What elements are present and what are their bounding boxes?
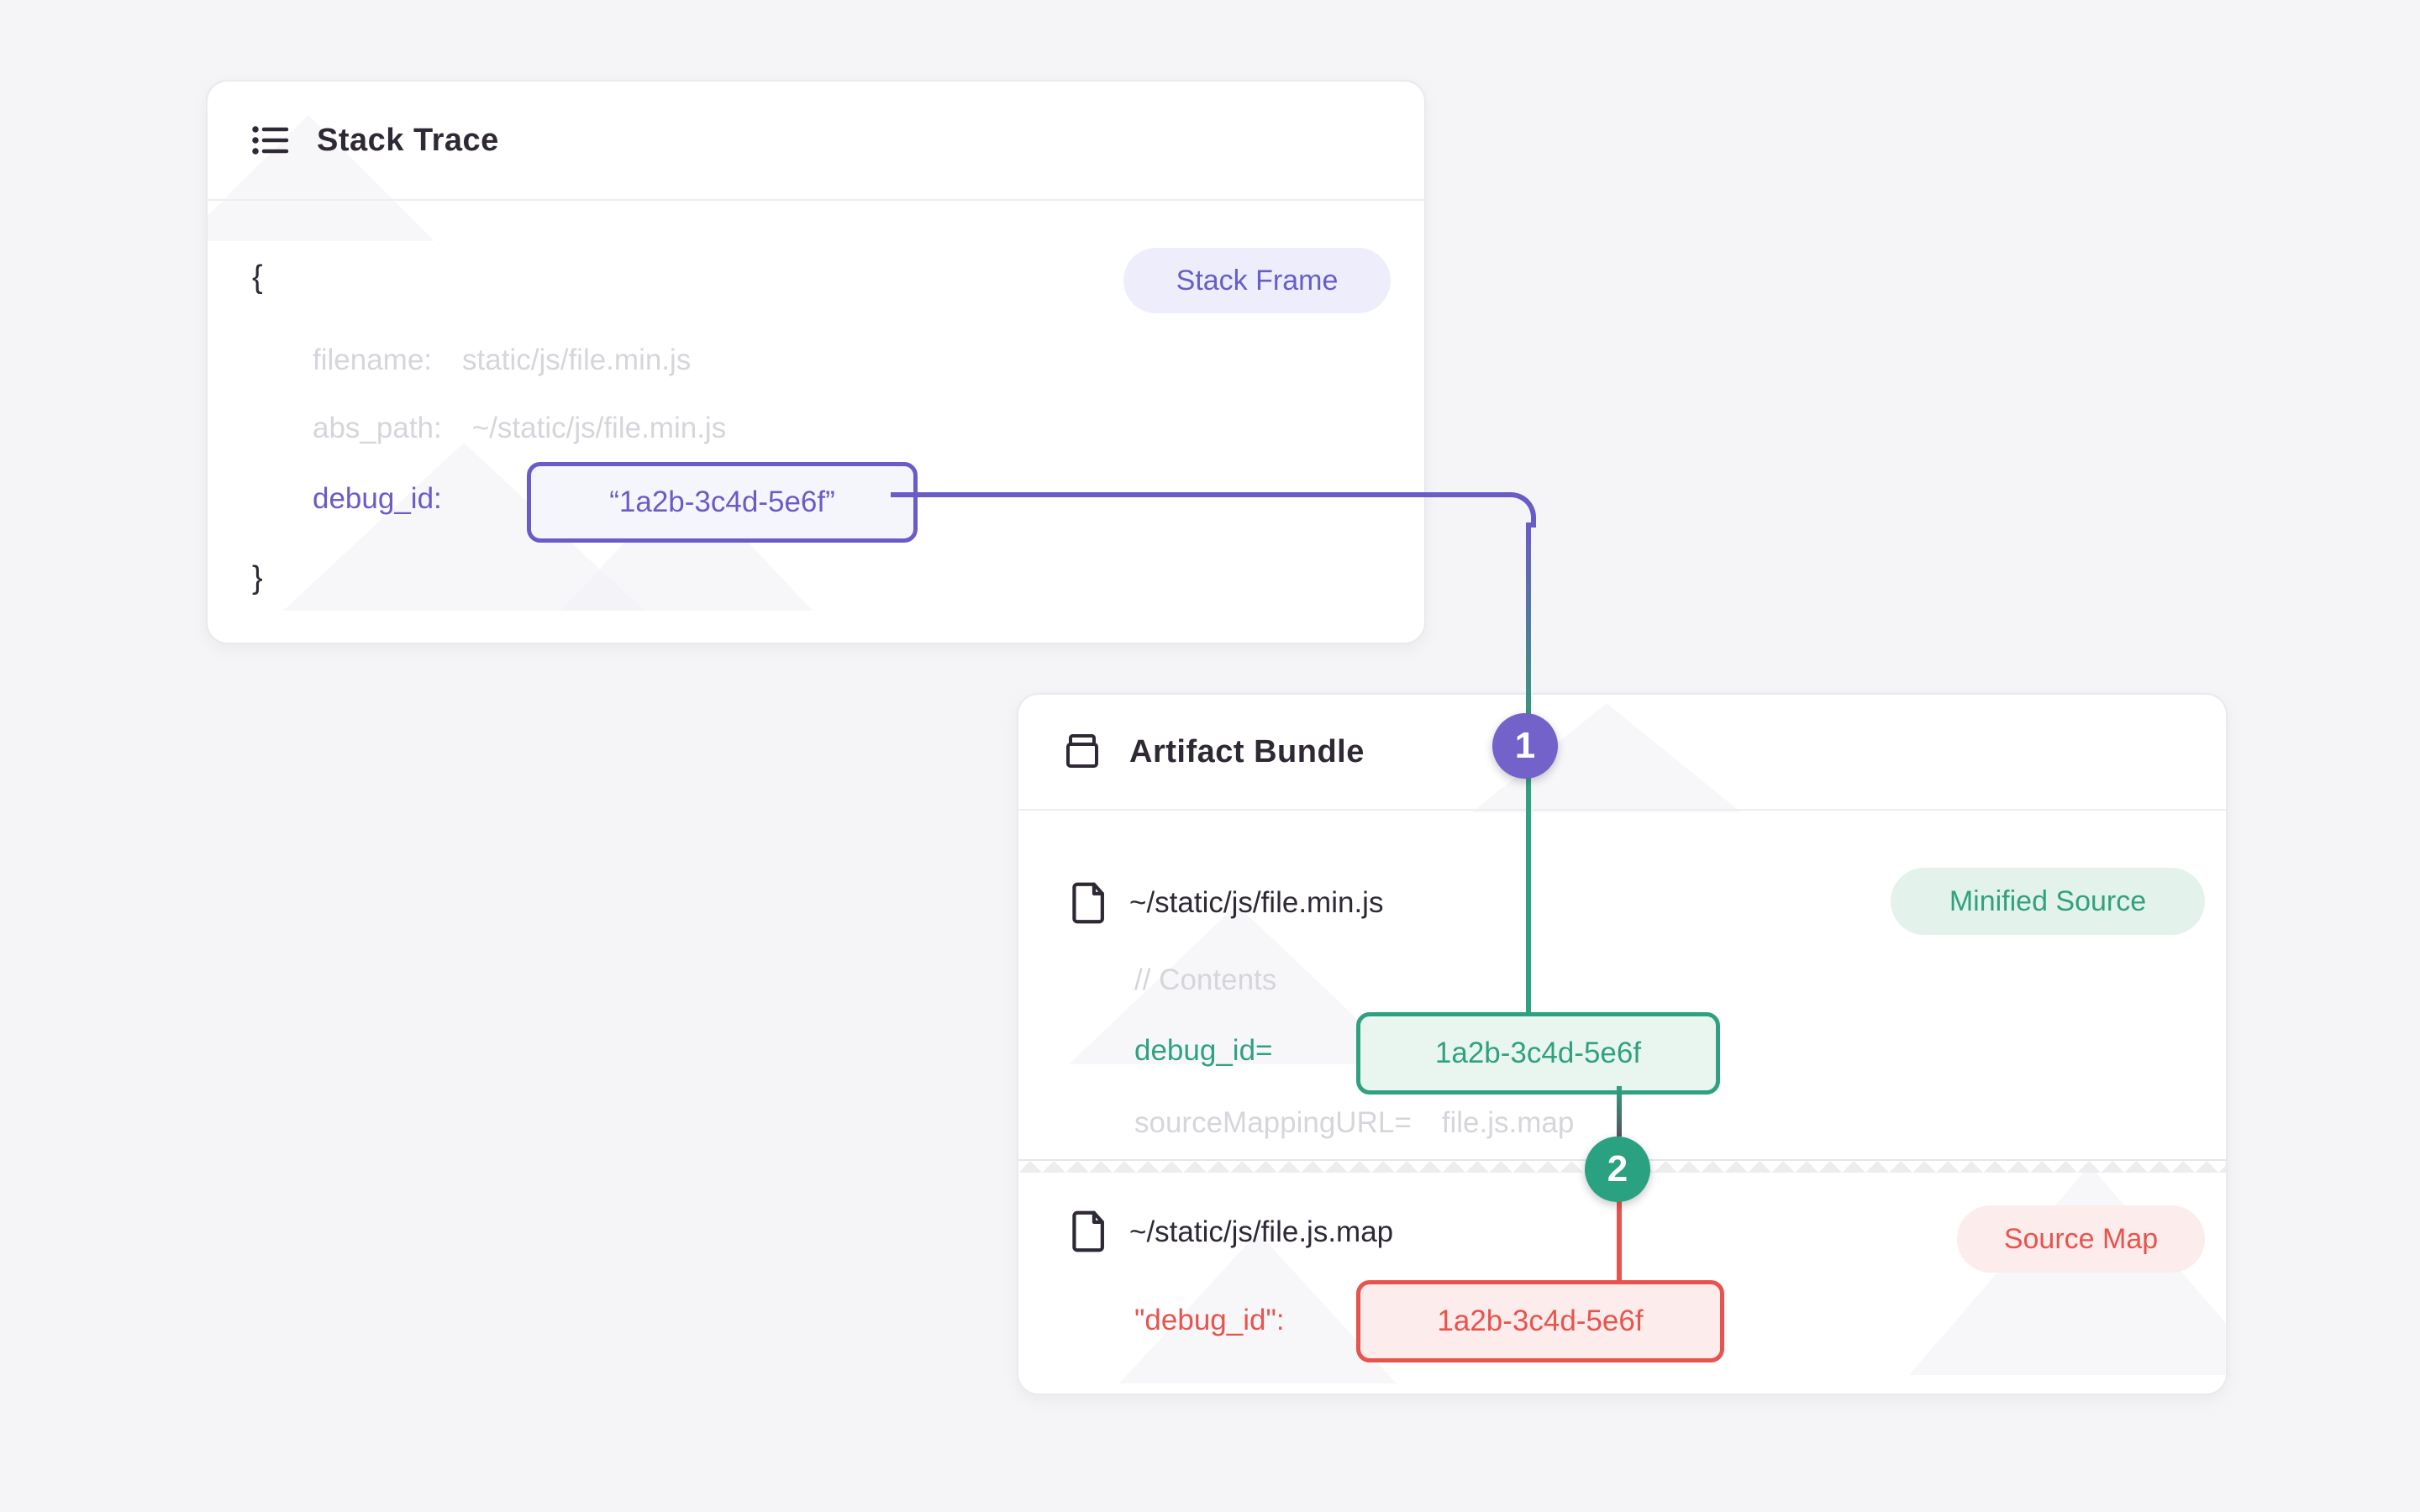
debug-id-key: debug_id: xyxy=(313,482,442,515)
debug-id-connector-step2-to-sourcemap xyxy=(1617,1201,1622,1282)
artifact-bundle-title: Artifact Bundle xyxy=(1129,733,1365,769)
close-brace: } xyxy=(252,560,263,596)
minified-source-badge: Minified Source xyxy=(1891,868,2205,935)
file-icon xyxy=(1071,1210,1109,1253)
abs-path-line: abs_path: ~/static/js/file.min.js xyxy=(313,412,726,445)
debug-id-connector-corner xyxy=(1502,492,1536,528)
abs-path-value: ~/static/js/file.min.js xyxy=(471,412,727,444)
artifact-bundle-card: Artifact Bundle ~/static/js/file.min.js … xyxy=(1017,693,2228,1395)
source-mapping-value: file.js.map xyxy=(1441,1106,1575,1139)
debug-id-value-box: “1a2b-3c4d-5e6f” xyxy=(527,462,918,543)
bundle-debug-id-key: debug_id= xyxy=(1134,1034,1273,1067)
sourcemap-debug-id-value-box: 1a2b-3c4d-5e6f xyxy=(1356,1280,1724,1362)
debug-id-connector-vertical-gradient xyxy=(1526,522,1531,714)
source-map-badge: Source Map xyxy=(1957,1205,2205,1273)
archive-box-icon xyxy=(1062,732,1102,772)
filename-line: filename: static/js/file.min.js xyxy=(313,344,691,377)
abs-path-key: abs_path: xyxy=(313,412,442,444)
open-brace: { xyxy=(252,260,263,295)
source-mapping-key: sourceMappingURL= xyxy=(1134,1106,1412,1139)
step-1-badge: 1 xyxy=(1492,713,1558,779)
stack-frame-badge: Stack Frame xyxy=(1123,248,1391,313)
filename-value: static/js/file.min.js xyxy=(462,344,692,376)
stack-trace-title: Stack Trace xyxy=(317,122,499,158)
minified-file-path: ~/static/js/file.min.js xyxy=(1129,886,1384,919)
debug-id-connector-vertical-green xyxy=(1526,778,1531,1016)
step-2-badge: 2 xyxy=(1585,1137,1650,1202)
artifact-bundle-header: Artifact Bundle xyxy=(1018,695,2226,811)
stack-trace-header: Stack Trace xyxy=(208,81,1424,201)
debug-id-connector-box-to-step2 xyxy=(1617,1086,1622,1137)
filename-key: filename: xyxy=(313,344,433,376)
contents-comment: // Contents xyxy=(1134,963,1277,996)
stack-trace-card: Stack Trace { Stack Frame filename: stati… xyxy=(206,80,1426,644)
sourcemap-file-path: ~/static/js/file.js.map xyxy=(1129,1215,1394,1248)
bundle-debug-id-value-box: 1a2b-3c4d-5e6f xyxy=(1356,1012,1720,1095)
file-icon xyxy=(1071,881,1109,925)
source-mapping-line: sourceMappingURL= file.js.map xyxy=(1134,1106,1574,1140)
sourcemap-debug-id-key: "debug_id": xyxy=(1134,1304,1285,1336)
list-icon xyxy=(251,121,290,160)
debug-id-connector-horizontal xyxy=(891,492,1507,497)
